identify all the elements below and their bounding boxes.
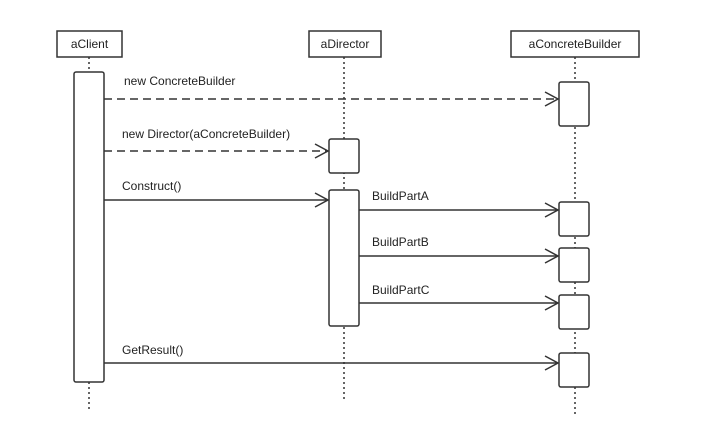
message-build-part-a-label: BuildPartA: [372, 189, 429, 203]
participant-aconcretebuilder-label: aConcreteBuilder: [529, 37, 622, 51]
message-get-result-label: GetResult(): [122, 343, 183, 357]
participant-adirector: aDirector: [308, 30, 382, 58]
activation-builder-part-b: [558, 247, 590, 283]
activation-builder-part-c: [558, 294, 590, 330]
activation-builder-create: [558, 81, 590, 127]
participant-aclient: aClient: [56, 30, 123, 58]
message-build-part-c-label: BuildPartC: [372, 283, 430, 297]
activation-builder-part-a: [558, 201, 590, 237]
message-new-director-label: new Director(aConcreteBuilder): [122, 127, 290, 141]
message-build-part-c: BuildPartC: [359, 283, 560, 311]
participant-aconcretebuilder: aConcreteBuilder: [510, 30, 640, 58]
message-build-part-b-label: BuildPartB: [372, 235, 429, 249]
message-new-concrete-builder: new ConcreteBuilder: [104, 74, 560, 107]
message-construct-label: Construct(): [122, 179, 181, 193]
message-construct: Construct(): [104, 179, 330, 208]
activation-builder-result: [558, 352, 590, 388]
activation-aclient: [73, 71, 105, 383]
activation-adirector-create: [328, 138, 360, 174]
activation-adirector-construct: [328, 189, 360, 327]
message-new-concrete-builder-label: new ConcreteBuilder: [124, 74, 235, 88]
message-build-part-a: BuildPartA: [359, 189, 560, 218]
message-get-result: GetResult(): [104, 343, 560, 371]
message-new-director: new Director(aConcreteBuilder): [104, 127, 330, 159]
message-build-part-b: BuildPartB: [359, 235, 560, 264]
participant-aclient-label: aClient: [71, 37, 109, 51]
participant-adirector-label: aDirector: [321, 37, 370, 51]
